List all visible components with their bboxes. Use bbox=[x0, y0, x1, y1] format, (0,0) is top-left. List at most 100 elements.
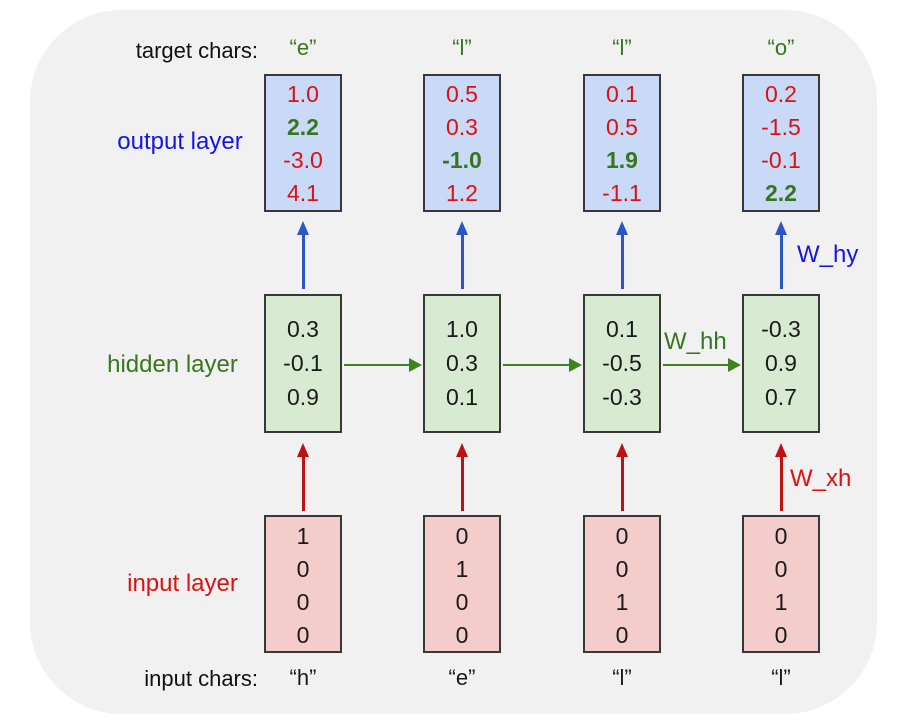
arrow-shaft bbox=[461, 455, 464, 511]
output-value: 1.0 bbox=[287, 81, 319, 107]
arrow-head bbox=[297, 221, 309, 235]
hidden-to-hidden-arrow-3 bbox=[663, 358, 741, 372]
input-value: 0 bbox=[455, 589, 469, 615]
hidden-value: 0.1 bbox=[606, 316, 638, 342]
arrow-head bbox=[775, 221, 787, 235]
input-value: 0 bbox=[296, 589, 310, 615]
hidden-value: -0.1 bbox=[283, 350, 323, 376]
hidden-to-hidden-arrow-1 bbox=[344, 358, 422, 372]
hidden-value: 0.9 bbox=[765, 350, 797, 376]
hidden-value: -0.5 bbox=[602, 350, 642, 376]
arrow-head bbox=[409, 358, 422, 372]
output-value: 1.2 bbox=[446, 180, 478, 206]
arrow-head bbox=[616, 443, 628, 457]
input-value: 0 bbox=[774, 556, 788, 582]
arrow-head bbox=[297, 443, 309, 457]
hidden-value: -0.3 bbox=[602, 384, 642, 410]
input-value: 0 bbox=[615, 622, 629, 648]
input-to-hidden-arrow-3 bbox=[615, 443, 629, 511]
hidden-to-output-arrow-2 bbox=[455, 221, 469, 289]
output-vector-1: 1.0 2.2 -3.0 4.1 bbox=[264, 74, 342, 212]
output-value: 0.1 bbox=[606, 81, 638, 107]
output-value: 0.5 bbox=[446, 81, 478, 107]
output-layer-label: output layer bbox=[117, 128, 243, 155]
target-char-3: “l” bbox=[612, 35, 632, 60]
input-to-hidden-arrow-4 bbox=[774, 443, 788, 511]
input-value: 0 bbox=[455, 523, 469, 549]
input-char-4: “l” bbox=[771, 665, 791, 690]
output-value: 0.2 bbox=[765, 81, 797, 107]
arrow-shaft bbox=[302, 233, 305, 289]
hidden-value: 0.9 bbox=[287, 384, 319, 410]
hidden-vector-2: 1.0 0.3 0.1 bbox=[423, 294, 501, 433]
arrow-head bbox=[728, 358, 741, 372]
input-vector-1: 1 0 0 0 bbox=[264, 515, 342, 653]
w-hh-label: W_hh bbox=[664, 328, 727, 355]
hidden-to-output-arrow-1 bbox=[296, 221, 310, 289]
hidden-value: 0.1 bbox=[446, 384, 478, 410]
hidden-vector-4: -0.3 0.9 0.7 bbox=[742, 294, 820, 433]
arrow-shaft bbox=[621, 233, 624, 289]
input-vector-4: 0 0 1 0 bbox=[742, 515, 820, 653]
arrow-head bbox=[775, 443, 787, 457]
target-char-4: “o” bbox=[767, 35, 795, 60]
w-hy-label: W_hy bbox=[797, 241, 859, 268]
input-char-2: “e” bbox=[448, 665, 476, 690]
input-chars-label: input chars: bbox=[144, 666, 258, 691]
input-layer-label: input layer bbox=[127, 570, 238, 597]
hidden-layer-label: hidden layer bbox=[107, 351, 238, 378]
arrow-head bbox=[616, 221, 628, 235]
hidden-to-hidden-arrow-2 bbox=[503, 358, 582, 372]
input-value: 0 bbox=[296, 622, 310, 648]
hidden-value: 0.7 bbox=[765, 384, 797, 410]
output-value-target: 2.2 bbox=[765, 180, 797, 206]
input-value: 0 bbox=[615, 523, 629, 549]
output-value-target: -1.0 bbox=[442, 147, 482, 173]
input-to-hidden-arrow-1 bbox=[296, 443, 310, 511]
arrow-shaft bbox=[461, 233, 464, 289]
target-chars-label: target chars: bbox=[135, 38, 258, 63]
hidden-value: 1.0 bbox=[446, 316, 478, 342]
w-xh-label: W_xh bbox=[790, 465, 852, 492]
arrow-shaft bbox=[344, 363, 410, 367]
hidden-value: 0.3 bbox=[287, 316, 319, 342]
arrow-shaft bbox=[503, 363, 570, 367]
input-value: 1 bbox=[296, 523, 310, 549]
arrow-shaft bbox=[663, 363, 729, 367]
input-value: 0 bbox=[455, 622, 469, 648]
hidden-vector-3: 0.1 -0.5 -0.3 bbox=[583, 294, 661, 433]
hidden-to-output-arrow-4 bbox=[774, 221, 788, 289]
arrow-head bbox=[456, 221, 468, 235]
input-vector-2: 0 1 0 0 bbox=[423, 515, 501, 653]
input-value: 0 bbox=[296, 556, 310, 582]
input-vector-3: 0 0 1 0 bbox=[583, 515, 661, 653]
arrow-shaft bbox=[780, 455, 783, 511]
input-value: 0 bbox=[774, 622, 788, 648]
input-char-1: “h” bbox=[289, 665, 317, 690]
output-value: -0.1 bbox=[761, 147, 801, 173]
output-value: -1.1 bbox=[602, 180, 642, 206]
hidden-value: 0.3 bbox=[446, 350, 478, 376]
hidden-vector-1: 0.3 -0.1 0.9 bbox=[264, 294, 342, 433]
input-value: 0 bbox=[774, 523, 788, 549]
output-vector-4: 0.2 -1.5 -0.1 2.2 bbox=[742, 74, 820, 212]
input-value: 1 bbox=[455, 556, 469, 582]
input-value: 1 bbox=[615, 589, 629, 615]
input-value: 1 bbox=[774, 589, 788, 615]
output-vector-2: 0.5 0.3 -1.0 1.2 bbox=[423, 74, 501, 212]
output-value: 0.5 bbox=[606, 114, 638, 140]
arrow-head bbox=[456, 443, 468, 457]
input-char-3: “l” bbox=[612, 665, 632, 690]
arrow-shaft bbox=[780, 233, 783, 289]
target-char-1: “e” bbox=[289, 35, 317, 60]
hidden-value: -0.3 bbox=[761, 316, 801, 342]
arrow-head bbox=[569, 358, 582, 372]
output-value: -1.5 bbox=[761, 114, 801, 140]
output-value-target: 1.9 bbox=[606, 147, 638, 173]
hidden-to-output-arrow-3 bbox=[615, 221, 629, 289]
input-to-hidden-arrow-2 bbox=[455, 443, 469, 511]
input-value: 0 bbox=[615, 556, 629, 582]
output-value-target: 2.2 bbox=[287, 114, 319, 140]
output-value: 0.3 bbox=[446, 114, 478, 140]
output-value: 4.1 bbox=[287, 180, 319, 206]
